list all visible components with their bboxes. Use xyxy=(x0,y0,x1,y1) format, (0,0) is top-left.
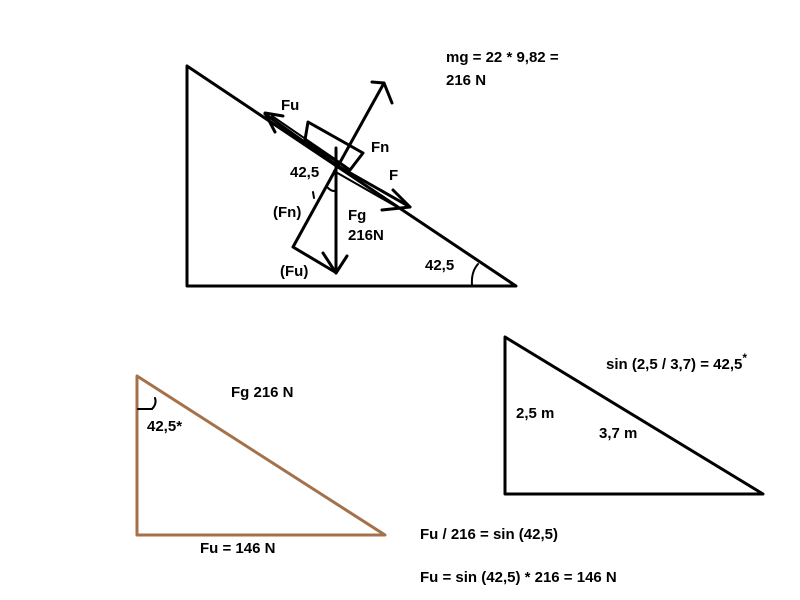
equation-2: Fu = sin (42,5) * 216 = 146 N xyxy=(420,569,617,586)
tick-mark xyxy=(312,191,315,199)
fg-value: 216N xyxy=(348,227,384,244)
f-label: F xyxy=(389,167,398,184)
fu-arrow xyxy=(263,111,346,168)
dimension-triangle-shape xyxy=(503,335,765,496)
incline-triangle xyxy=(185,64,518,288)
fu-label: Fu xyxy=(281,97,299,114)
fg-label: Fg xyxy=(348,207,366,224)
force-triangle: Fg 216 N 42,5* Fu = 146 N xyxy=(135,374,387,557)
fg-label: Fg 216 N xyxy=(231,384,294,401)
angle-block-label: 42,5 xyxy=(290,164,319,181)
f-arrow xyxy=(333,164,412,212)
force-triangle-shape xyxy=(135,374,387,537)
force-decomposition-lines xyxy=(291,165,339,274)
fu-label: Fu = 146 N xyxy=(200,540,275,557)
angle-arc-base xyxy=(470,263,479,286)
height-label: 2,5 m xyxy=(516,405,554,422)
incline-diagram: mg = 22 * 9,82 = 216 N Fu Fn F 42,5 (Fn)… xyxy=(185,49,559,288)
angle-label: 42,5* xyxy=(147,418,182,435)
mg-line2: 216 N xyxy=(446,72,486,89)
dimension-triangle: sin (2,5 / 3,7) = 42,5* 2,5 m 3,7 m xyxy=(503,335,765,496)
mg-line1: mg = 22 * 9,82 = xyxy=(446,49,559,66)
fn-label: Fn xyxy=(371,139,389,156)
formula: sin (2,5 / 3,7) = 42,5* xyxy=(606,351,747,373)
equation-1: Fu / 216 = sin (42,5) xyxy=(420,526,558,543)
fn-arrow xyxy=(336,80,394,168)
angle-arc xyxy=(137,397,157,410)
fn-component-label: (Fn) xyxy=(273,204,301,221)
fu-component-label: (Fu) xyxy=(280,263,308,280)
hypotenuse-label: 3,7 m xyxy=(599,425,637,442)
angle-arc-block xyxy=(326,186,337,192)
angle-base-label: 42,5 xyxy=(425,257,454,274)
